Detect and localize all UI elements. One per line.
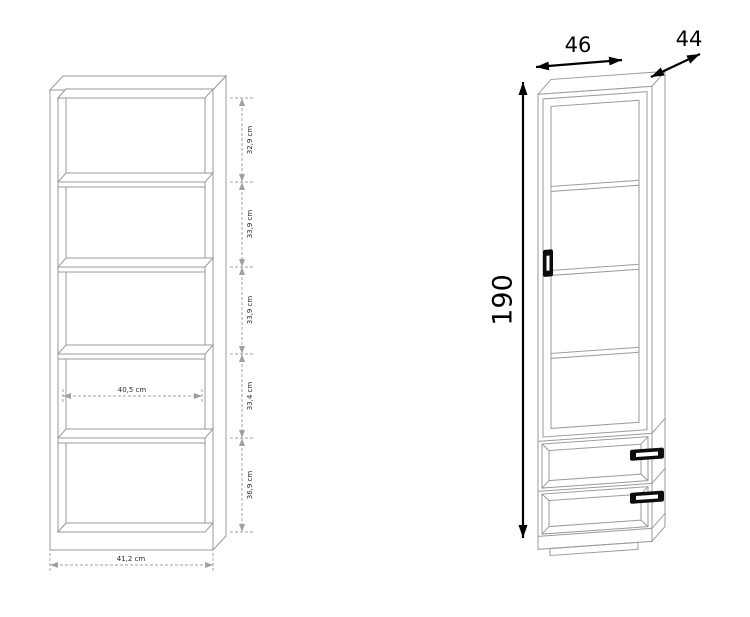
drawer-separator: [538, 482, 652, 492]
drawer-bevel-1: [541, 436, 649, 489]
door-handle-slot: [546, 255, 550, 271]
shelf-height-label: 33,4 cm: [246, 382, 254, 411]
depth-label: 44: [676, 27, 703, 51]
drawer-panel-2: [548, 493, 642, 528]
base-edge-depth: [651, 513, 666, 529]
depth-arrow: [650, 53, 701, 78]
interior-ceiling: [56, 88, 215, 99]
shelf-height-label: 33,9 cm: [246, 210, 254, 239]
drawer-separator: [538, 432, 652, 442]
plinth: [549, 541, 639, 557]
drawer-bevel-2: [541, 486, 649, 535]
shelf-dimensions: 32,9 cm 33,9 cm 33,9 cm 33,4 cm 36,9 cm …: [49, 97, 254, 572]
top-panel: [48, 75, 228, 91]
shelf-height-label: 33,9 cm: [246, 296, 254, 325]
drawer-handle-slot: [636, 494, 658, 500]
shelf: [56, 344, 215, 360]
interior-opening: [57, 97, 206, 533]
shelf-line: [550, 179, 640, 192]
shelf: [56, 257, 215, 273]
drawer-separator-depth: [651, 418, 666, 434]
cabinet-dimensions: 46 44 190: [488, 27, 703, 538]
width-label: 46: [565, 33, 592, 57]
interior-left-wall: [57, 87, 67, 534]
shelf: [56, 428, 215, 444]
shelf-unit-front-view: [48, 74, 228, 552]
bottom-width-label: 41,2 cm: [117, 555, 146, 563]
width-arrow: [535, 56, 623, 71]
drawer-front-2: [541, 486, 649, 535]
shelf-height-label: 36,9 cm: [246, 471, 254, 500]
cabinet-front-view: [536, 70, 667, 557]
drawer-separator-depth: [651, 468, 666, 484]
base-edge: [538, 527, 652, 537]
drawer-handle-slot: [636, 451, 658, 457]
shelf-height-label: 32,9 cm: [246, 126, 254, 155]
side-panel: [212, 74, 227, 552]
interior-floor: [56, 522, 215, 533]
shelf-line: [550, 346, 640, 359]
shelf: [56, 172, 215, 188]
inner-width-label: 40,5 cm: [118, 386, 147, 394]
height-label: 190: [488, 274, 519, 326]
